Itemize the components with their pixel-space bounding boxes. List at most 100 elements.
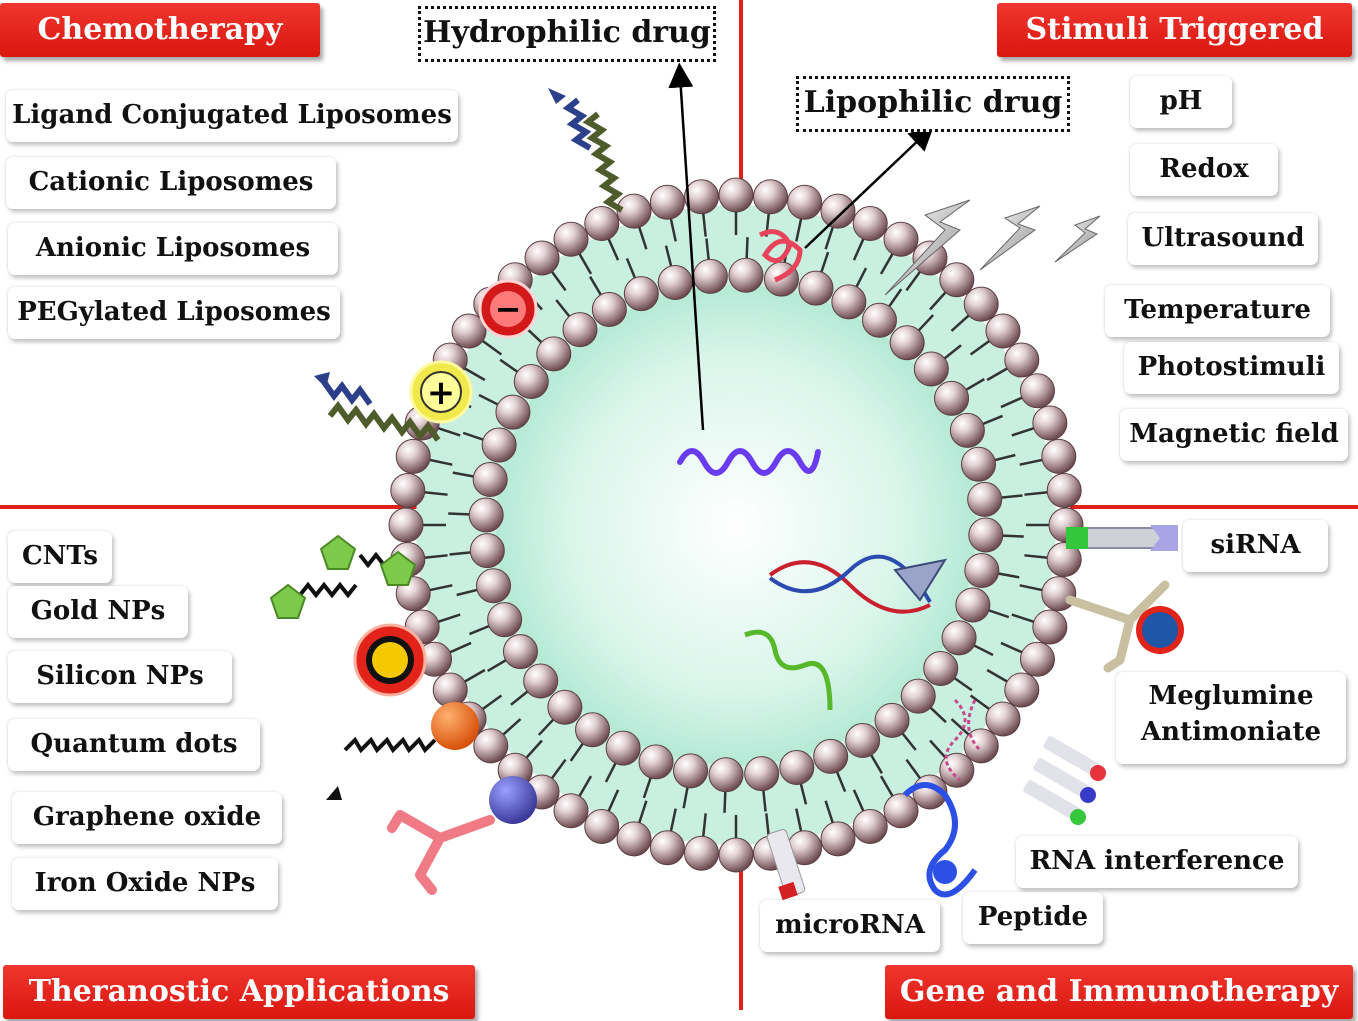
- lipid-head-inner: [469, 533, 505, 569]
- lipid-head-inner: [861, 302, 897, 338]
- dna-strand-icon: [768, 560, 931, 614]
- lipid-head-outer: [985, 701, 1021, 737]
- lipid-head-inner: [502, 634, 538, 670]
- lipid-head-outer: [1019, 641, 1055, 677]
- theranostic-item-iron-oxide-nps: Iron Oxide NPs: [12, 858, 278, 910]
- lipid-head-outer: [390, 473, 426, 509]
- lipid-tail: [899, 730, 917, 751]
- lipid-tail: [854, 267, 868, 290]
- lipid-head-outer: [473, 728, 509, 764]
- peg-arrow-top: [548, 88, 566, 104]
- peg-chain-left-blue: [321, 380, 373, 406]
- lipid-tail: [435, 426, 461, 437]
- lipid-tail: [819, 251, 830, 276]
- lipid-tail: [589, 276, 604, 299]
- stimuli-item-ph: pH: [1130, 76, 1232, 128]
- lipid-head-outer: [1041, 438, 1077, 474]
- theranostic-item-gold-nps: Gold NPs: [8, 586, 188, 638]
- lipid-tail: [462, 431, 487, 442]
- lipid-head-outer: [524, 240, 560, 276]
- stimuli-item-ultrasound: Ultrasound: [1128, 213, 1318, 265]
- divider-horizontal-left: [0, 505, 440, 509]
- lipid-tail: [449, 550, 474, 556]
- lipid-tail: [669, 215, 677, 242]
- cnt-pentagon-3-icon: [379, 550, 417, 586]
- lipid-tail: [456, 587, 481, 597]
- lipid-head-inner: [831, 284, 867, 320]
- lipid-tail: [951, 675, 973, 692]
- lipid-tail: [569, 740, 586, 762]
- lipid-head-inner: [964, 552, 1000, 588]
- lipid-head-outer: [616, 821, 652, 857]
- lipid-head-inner: [949, 412, 985, 448]
- lipid-tail: [701, 813, 707, 840]
- lipid-tail: [499, 358, 521, 375]
- lipid-head-outer: [553, 221, 589, 257]
- chemo-item-ligand-conjugated: Ligand Conjugated Liposomes: [6, 90, 458, 142]
- lipid-head-inner: [845, 723, 881, 759]
- lipid-head-outer: [963, 286, 999, 322]
- cnt-pentagon-2-icon: [319, 534, 357, 570]
- lipid-head-outer: [912, 240, 948, 276]
- lipid-tail: [834, 768, 847, 793]
- lipid-tail: [669, 808, 677, 835]
- lipid-tail: [705, 238, 711, 263]
- peg-chain-top-blue: [562, 97, 592, 151]
- lipophilic-drug-label: Lipophilic drug: [796, 76, 1070, 132]
- lipid-head-inner: [923, 650, 959, 686]
- lipid-head-inner: [657, 265, 693, 301]
- quantum-dot-arrow: [326, 786, 342, 800]
- lipid-tail: [549, 758, 567, 782]
- lipophilic-drug-shape: [758, 229, 803, 283]
- plus-symbol: +: [427, 373, 456, 413]
- lipid-tail: [448, 512, 473, 516]
- lipid-head-outer: [584, 206, 620, 242]
- lipid-head-inner: [472, 462, 508, 498]
- lipid-head-inner: [913, 351, 949, 387]
- peg-chain-left: [327, 401, 441, 442]
- lipid-tail: [969, 694, 993, 712]
- lipid-tail: [421, 490, 448, 496]
- lipid-head-inner: [513, 364, 549, 400]
- lipid-head-outer: [718, 177, 754, 213]
- lipid-head-outer: [787, 184, 823, 220]
- lipid-head-inner: [536, 336, 572, 372]
- lipid-tail: [1000, 641, 1026, 655]
- lipid-head-outer: [684, 179, 720, 215]
- lipid-tail: [795, 808, 803, 835]
- lipid-tail: [879, 775, 896, 800]
- lipid-tail: [606, 235, 620, 261]
- lipid-tail: [479, 338, 503, 356]
- lipid-head-inner: [708, 757, 744, 793]
- lipid-head-inner: [955, 587, 991, 623]
- lipid-tail: [549, 268, 567, 292]
- lipid-head-outer: [1032, 609, 1068, 645]
- lipid-tail: [723, 788, 727, 813]
- lipid-tail: [986, 365, 1011, 382]
- lipid-tail: [1024, 554, 1051, 560]
- lipid-tail: [487, 657, 510, 672]
- lipid-tail: [999, 534, 1024, 538]
- lipid-head-outer: [388, 507, 424, 543]
- lipid-tail: [998, 494, 1023, 500]
- lipid-tail: [479, 694, 503, 712]
- lipid-head-inner: [468, 497, 504, 533]
- lipid-tail: [1019, 584, 1046, 592]
- lipid-tail: [852, 235, 866, 261]
- lipid-head-outer: [649, 184, 685, 220]
- lipid-tail: [905, 268, 923, 292]
- lipid-tail: [985, 608, 1010, 619]
- lipid-tail: [915, 314, 935, 334]
- lipid-head-inner: [487, 602, 523, 638]
- lipid-head-inner: [638, 744, 674, 780]
- lipid-head-inner: [728, 257, 764, 293]
- lipid-head-inner: [813, 738, 849, 774]
- lipid-tail: [555, 299, 573, 320]
- lipid-head-inner: [481, 427, 517, 463]
- chemo-item-anionic: Anionic Liposomes: [8, 223, 338, 275]
- lipid-head-inner: [941, 620, 977, 656]
- lipid-head-outer: [752, 179, 788, 215]
- lipid-tail: [523, 739, 543, 761]
- stimuli-item-temperature: Temperature: [1105, 285, 1330, 337]
